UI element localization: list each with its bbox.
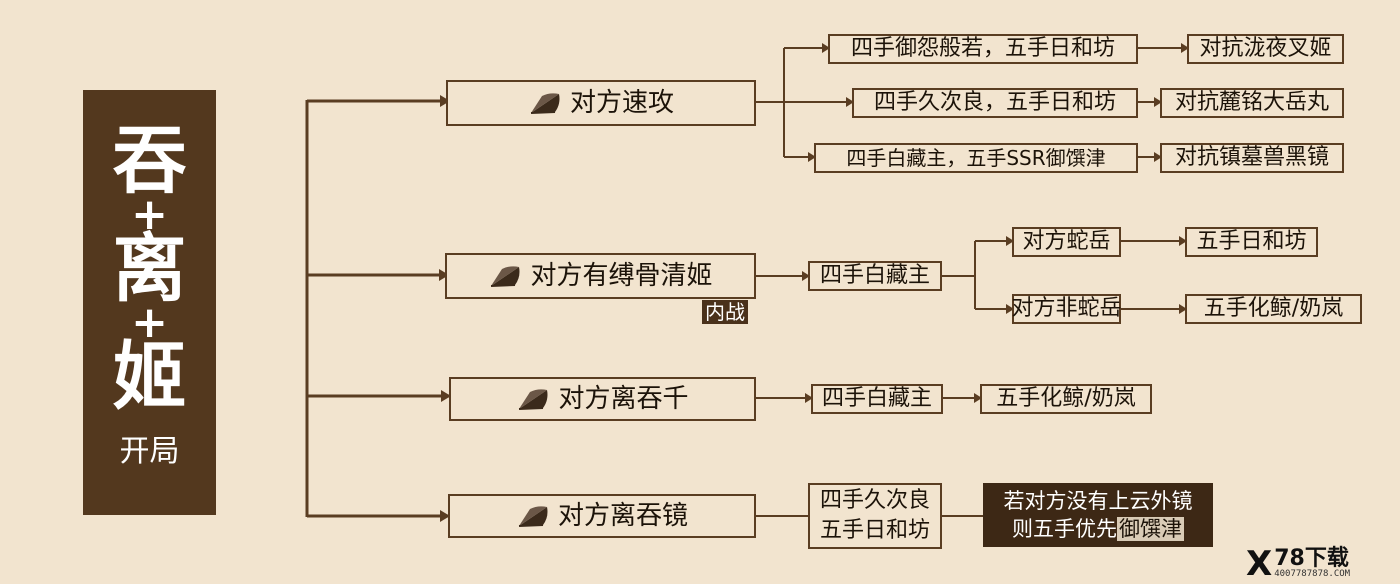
kiyohime-result-2: 五手化鲸/奶岚 [1185, 294, 1362, 324]
mirror-note: 若对方没有上云外镜 则五手优先御馔津 [983, 483, 1213, 547]
rush-result-3: 对抗镇墓兽黑镜 [1160, 143, 1344, 173]
title-char-3: 姬 [112, 334, 187, 420]
mirror-pick-2: 五手日和坊 [819, 518, 930, 543]
title-subtitle: 开局 [119, 434, 180, 469]
rush-pick-2: 四手久次良，五手日和坊 [852, 88, 1138, 118]
fan-icon [519, 389, 548, 410]
kiyohime-cond-2: 对方非蛇岳 [1012, 294, 1122, 324]
title-plus-2: + [131, 297, 168, 348]
title-plus-1: + [131, 189, 168, 240]
logo-mark: X [1246, 544, 1273, 584]
mirror-pick-box: 四手久次良 五手日和坊 [808, 483, 942, 549]
branch-mirror-box: 对方离吞镜 [448, 494, 756, 538]
branch-kiyohime-box: 对方有缚骨清姬 [445, 253, 756, 299]
title-char-1: 吞 [112, 118, 187, 204]
civil-war-tag: 内战 [702, 300, 748, 324]
branch-rush-box: 对方速攻 [446, 80, 756, 126]
fan-icon [530, 93, 560, 114]
mirror-note-line-1: 若对方没有上云外镜 [1003, 489, 1193, 513]
title-panel: 吞 + 离 + 姬 开局 [83, 90, 216, 515]
branch-kiyohime-label: 对方有缚骨清姬 [530, 261, 713, 291]
mirror-note-highlight: 御馔津 [1117, 517, 1184, 541]
logo-name: 78下载 [1274, 546, 1349, 571]
branch-mirror-label: 对方离吞镜 [557, 501, 688, 531]
rush-pick-3: 四手白藏主，五手SSR御馔津 [814, 143, 1138, 173]
mirror-note-prefix: 则五手优先 [1012, 517, 1117, 541]
senhime-pick: 四手白藏主 [811, 384, 943, 414]
branch-rush-label: 对方速攻 [569, 88, 674, 118]
branch-senhime-label: 对方离吞千 [558, 384, 689, 414]
rush-result-2: 对抗麓铭大岳丸 [1160, 88, 1344, 118]
logo-url: 4007787878.COM [1274, 569, 1351, 579]
fan-icon [491, 266, 520, 287]
senhime-result: 五手化鲸/奶岚 [980, 384, 1152, 414]
rush-pick-1: 四手御怨般若，五手日和坊 [828, 34, 1138, 64]
branch-senhime-box: 对方离吞千 [449, 377, 756, 421]
kiyohime-cond-1: 对方蛇岳 [1012, 227, 1121, 257]
kiyohime-result-1: 五手日和坊 [1185, 227, 1318, 257]
title-char-2: 离 [112, 226, 187, 312]
mirror-pick-1: 四手久次良 [819, 488, 930, 513]
rush-result-1: 对抗泷夜叉姬 [1187, 34, 1344, 64]
mirror-note-line-2: 则五手优先御馔津 [1012, 515, 1184, 543]
fan-icon [518, 506, 548, 527]
kiyohime-pick: 四手白藏主 [808, 261, 942, 291]
watermark-logo: X 78下载 4007787878.COM [1246, 544, 1394, 584]
